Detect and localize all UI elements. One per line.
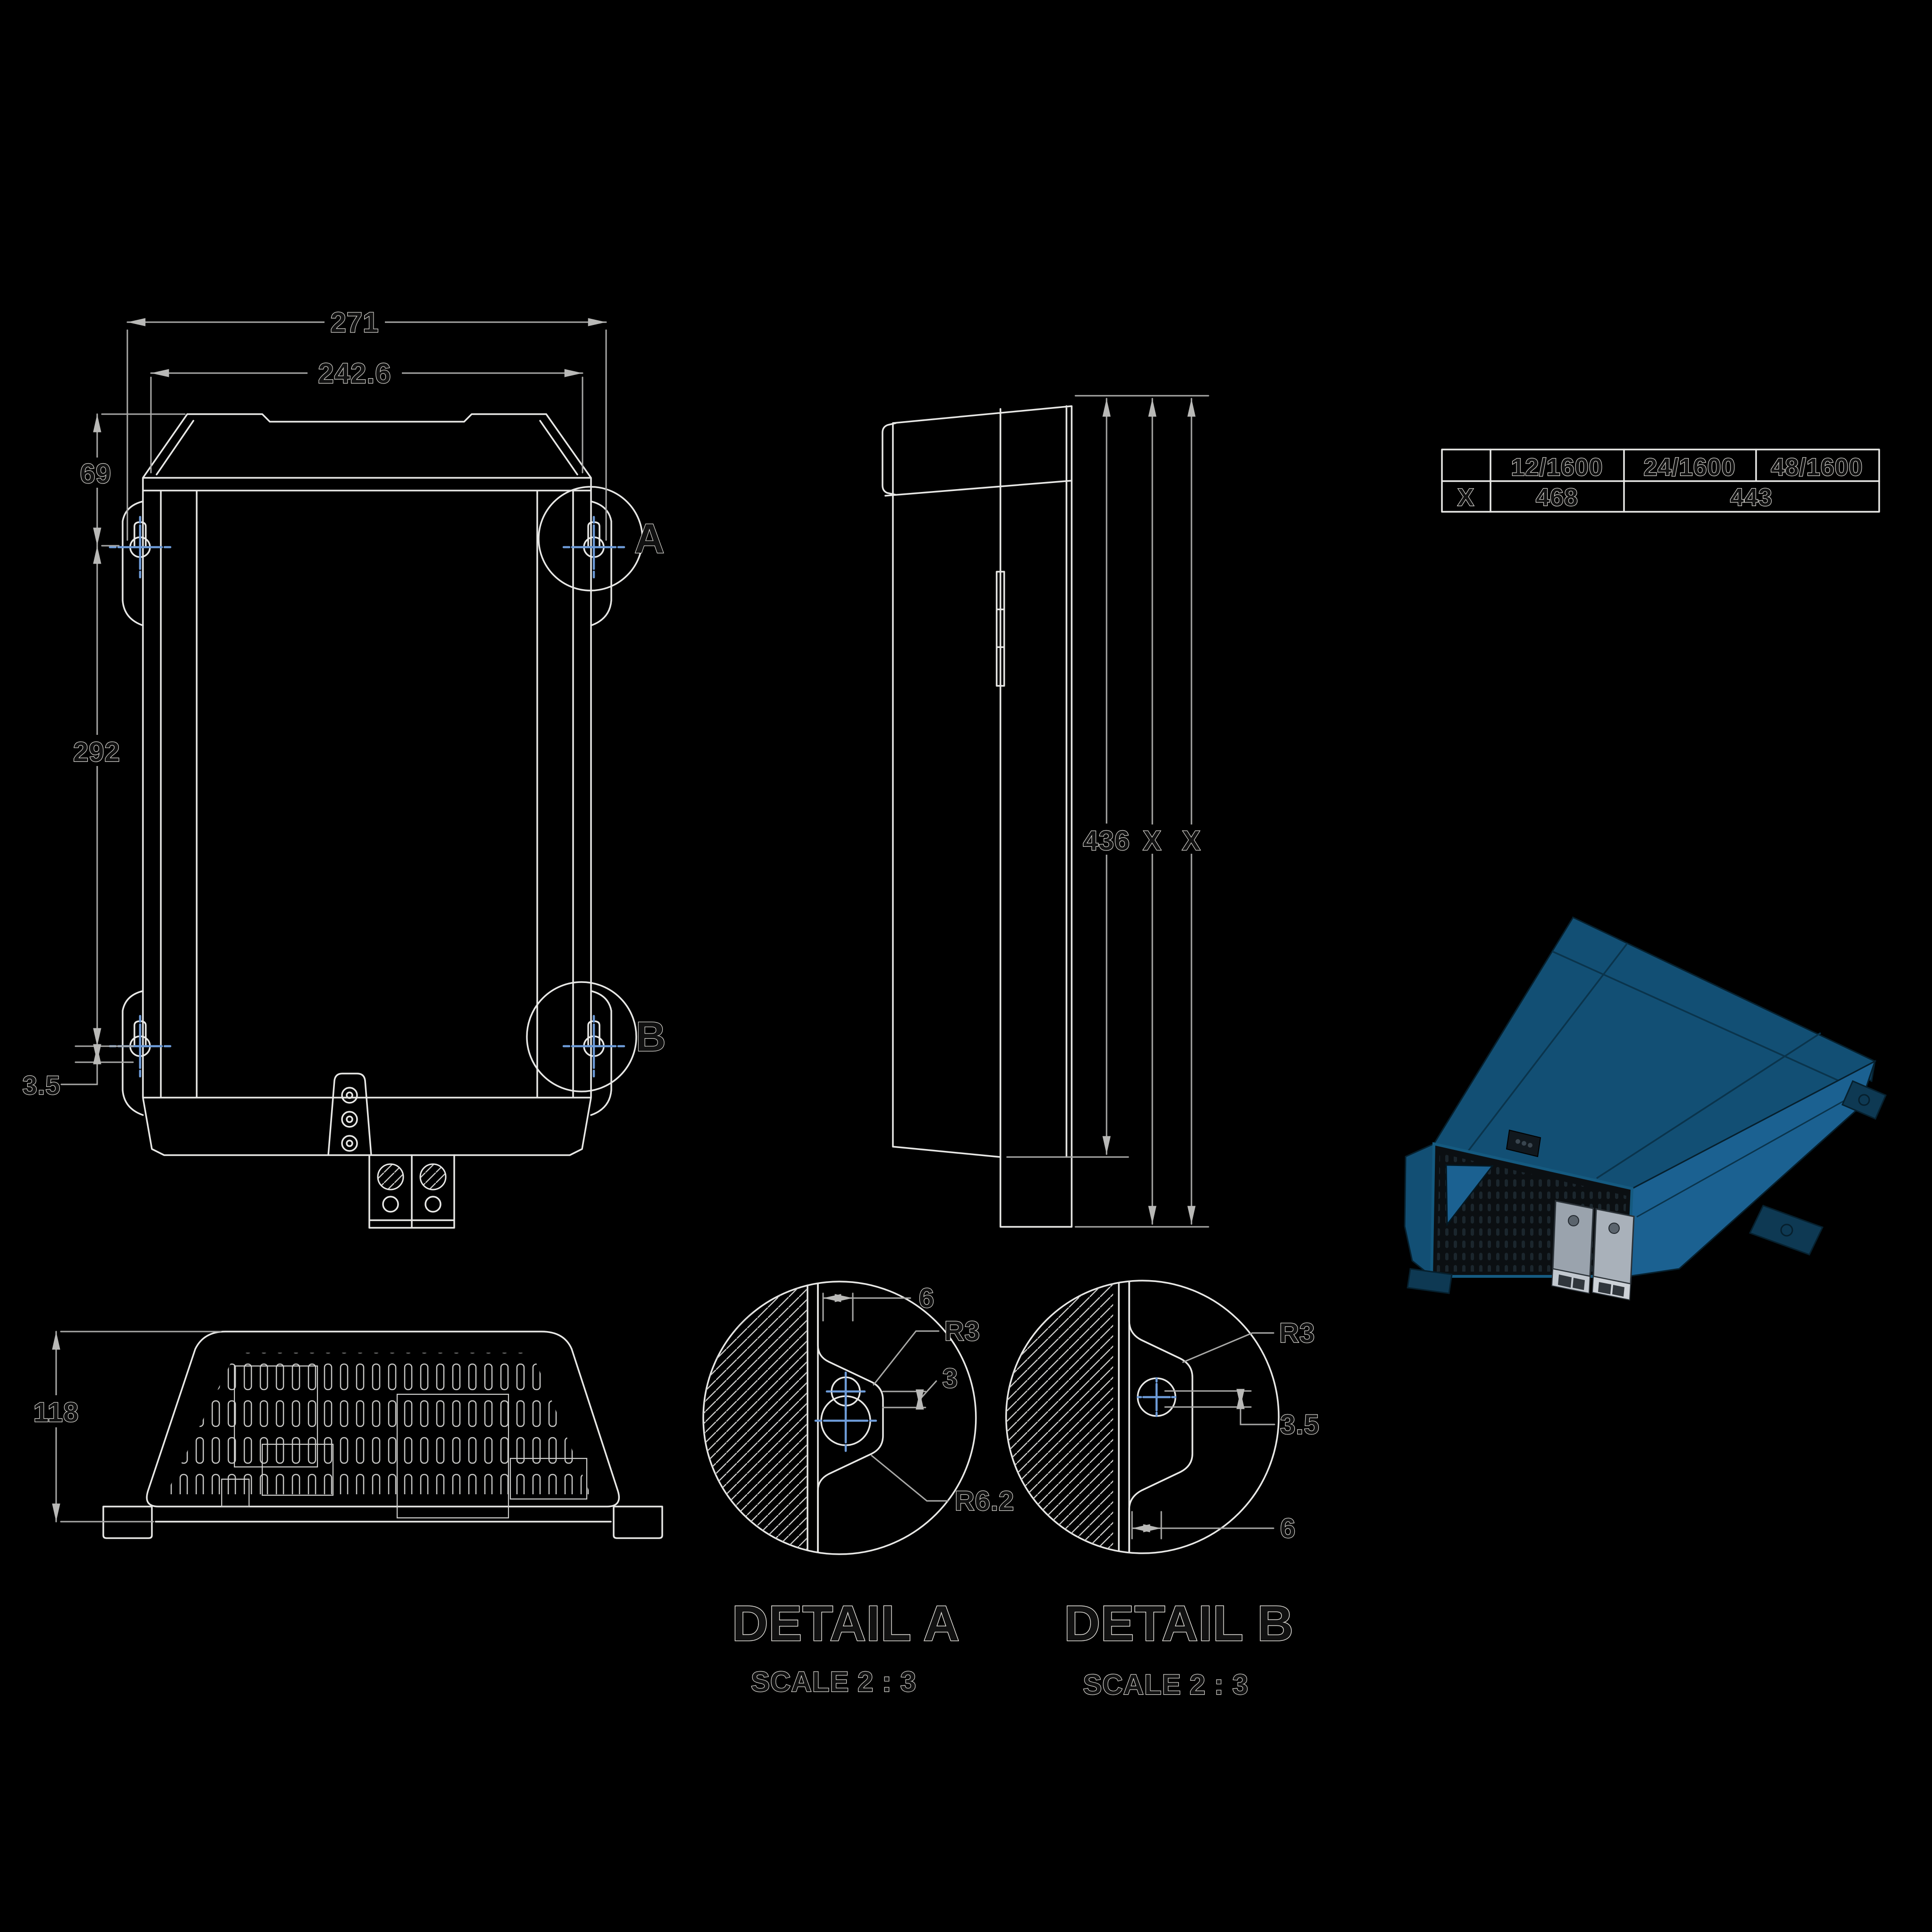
detail-a-content bbox=[703, 1282, 884, 1554]
table-value-468: 468 bbox=[1536, 484, 1578, 511]
table-header-24-1600: 24/1600 bbox=[1644, 454, 1736, 481]
detail-a-title: DETAIL A bbox=[732, 1596, 960, 1651]
iso-foot-hole-back bbox=[1858, 1094, 1870, 1106]
iso-terminal-screw-right bbox=[1608, 1223, 1620, 1234]
detail-b-offset-label: 3.5 bbox=[1280, 1409, 1320, 1440]
detail-a-tab-label: 6 bbox=[919, 1283, 934, 1314]
iso-dip-dot-1 bbox=[1516, 1139, 1520, 1144]
iso-terminal-cable-holes bbox=[1558, 1274, 1624, 1297]
iso-right-seam bbox=[1636, 1089, 1865, 1218]
dim-label-bg bbox=[1177, 824, 1206, 854]
dim-top-to-hole-label: 69 bbox=[80, 458, 112, 489]
front-terminal-block bbox=[368, 1154, 455, 1229]
iso-status-window bbox=[1445, 1164, 1494, 1227]
dim-label-bg bbox=[79, 458, 112, 488]
table-value-443: 443 bbox=[1730, 484, 1773, 511]
iso-terminal-left bbox=[1552, 1200, 1594, 1277]
detail-a-view: 6 R3 3 R6.2 DETAIL A SCALE 2 : 3 bbox=[702, 1281, 1015, 1698]
dim-overall-width-label: 271 bbox=[330, 307, 379, 338]
dim-total-height-label-2: X bbox=[1182, 825, 1201, 856]
dim-body-width-label: 242.6 bbox=[318, 358, 391, 389]
terminal-screw-left bbox=[377, 1163, 404, 1191]
detail-b-flange-profile bbox=[1128, 1281, 1193, 1553]
bottom-vent-area bbox=[166, 1353, 591, 1494]
detail-a-flange-profile bbox=[817, 1282, 884, 1554]
table-row-label-x: X bbox=[1457, 484, 1474, 511]
front-view: A B 271 242.6 69 292 3.5 bbox=[22, 306, 666, 1229]
table-header-48-1600: 48/1600 bbox=[1771, 454, 1863, 481]
dim-label-bg bbox=[1138, 824, 1166, 854]
detail-b-view: R3 3.5 6 DETAIL B SCALE 2 : 3 bbox=[1005, 1280, 1320, 1701]
iso-terminal-screw-left bbox=[1568, 1215, 1579, 1226]
detail-b-leaders bbox=[1131, 1332, 1275, 1540]
front-body-outline bbox=[142, 413, 592, 1156]
detail-callout-b-circle bbox=[526, 981, 637, 1092]
iso-dip-dot-3 bbox=[1528, 1143, 1532, 1148]
dim-total-height-label-1: X bbox=[1143, 825, 1162, 856]
ext-lines-side bbox=[1006, 395, 1209, 1228]
detail-b-wall-lines bbox=[1118, 1281, 1130, 1553]
detail-callout-a-circle bbox=[538, 486, 643, 591]
side-body-outline bbox=[882, 405, 1073, 1228]
ext-lines-front bbox=[60, 329, 607, 1085]
dim-depth-label: 118 bbox=[33, 1397, 79, 1428]
dim-label-bg bbox=[1076, 824, 1137, 855]
size-table: 12/1600 24/1600 48/1600 X 468 443 bbox=[1441, 449, 1880, 513]
detail-a-scale: SCALE 2 : 3 bbox=[751, 1666, 916, 1698]
dim-bottom-offset-label: 3.5 bbox=[23, 1070, 61, 1100]
bottom-body-outline bbox=[102, 1331, 663, 1539]
detail-b-title: DETAIL B bbox=[1064, 1596, 1294, 1651]
terminal-screw-right bbox=[419, 1163, 447, 1191]
detail-b-hatched-wall bbox=[1006, 1281, 1113, 1553]
detail-callout-b-letter: B bbox=[636, 1013, 666, 1060]
iso-left-skirt bbox=[1404, 1142, 1435, 1278]
detail-b-tab-label: 6 bbox=[1280, 1513, 1296, 1544]
iso-terminal-right bbox=[1592, 1208, 1635, 1285]
isometric-view bbox=[1404, 916, 1887, 1301]
front-keyhole-slots bbox=[129, 521, 605, 1057]
iso-dip-dot-2 bbox=[1522, 1141, 1526, 1146]
iso-foot-front-left bbox=[1407, 1268, 1453, 1294]
iso-foot-right bbox=[1749, 1205, 1824, 1256]
dim-label-bg bbox=[325, 307, 385, 337]
dim-label-bg bbox=[74, 735, 120, 766]
iso-foot-back-right bbox=[1841, 1080, 1887, 1120]
front-led-plate bbox=[327, 1073, 372, 1156]
detail-a-center-mark bbox=[816, 1391, 876, 1451]
detail-a-leaders bbox=[822, 1292, 949, 1502]
detail-a-hatched-wall bbox=[703, 1282, 807, 1554]
bottom-view: 118 bbox=[26, 1331, 663, 1539]
side-view: 436 X X bbox=[882, 395, 1209, 1228]
dim-label-bg bbox=[26, 1395, 86, 1427]
front-mounting-flanges bbox=[122, 500, 612, 1116]
table-grid-lines bbox=[1441, 449, 1880, 513]
dim-body-height-label: 436 bbox=[1083, 825, 1130, 856]
detail-b-radius-label: R3 bbox=[1279, 1318, 1315, 1349]
detail-callout-a-letter: A bbox=[634, 515, 665, 562]
dim-label-bg bbox=[308, 358, 402, 388]
detail-a-offset-label: 3 bbox=[942, 1363, 958, 1394]
detail-a-radius-label: R3 bbox=[944, 1316, 980, 1347]
detail-a-wall-lines bbox=[807, 1282, 819, 1554]
iso-top-seams bbox=[1467, 942, 1839, 1179]
iso-foot-hole-right bbox=[1780, 1224, 1793, 1237]
detail-b-content bbox=[1006, 1281, 1193, 1553]
detail-b-scale: SCALE 2 : 3 bbox=[1083, 1669, 1249, 1700]
dim-hole-spacing-label: 292 bbox=[73, 737, 120, 767]
bottom-internal-components bbox=[221, 1365, 588, 1519]
detail-a-slot-radius-label: R6.2 bbox=[955, 1486, 1015, 1516]
ext-lines-bottom bbox=[60, 1331, 222, 1523]
table-header-12-1600: 12/1600 bbox=[1511, 454, 1603, 481]
